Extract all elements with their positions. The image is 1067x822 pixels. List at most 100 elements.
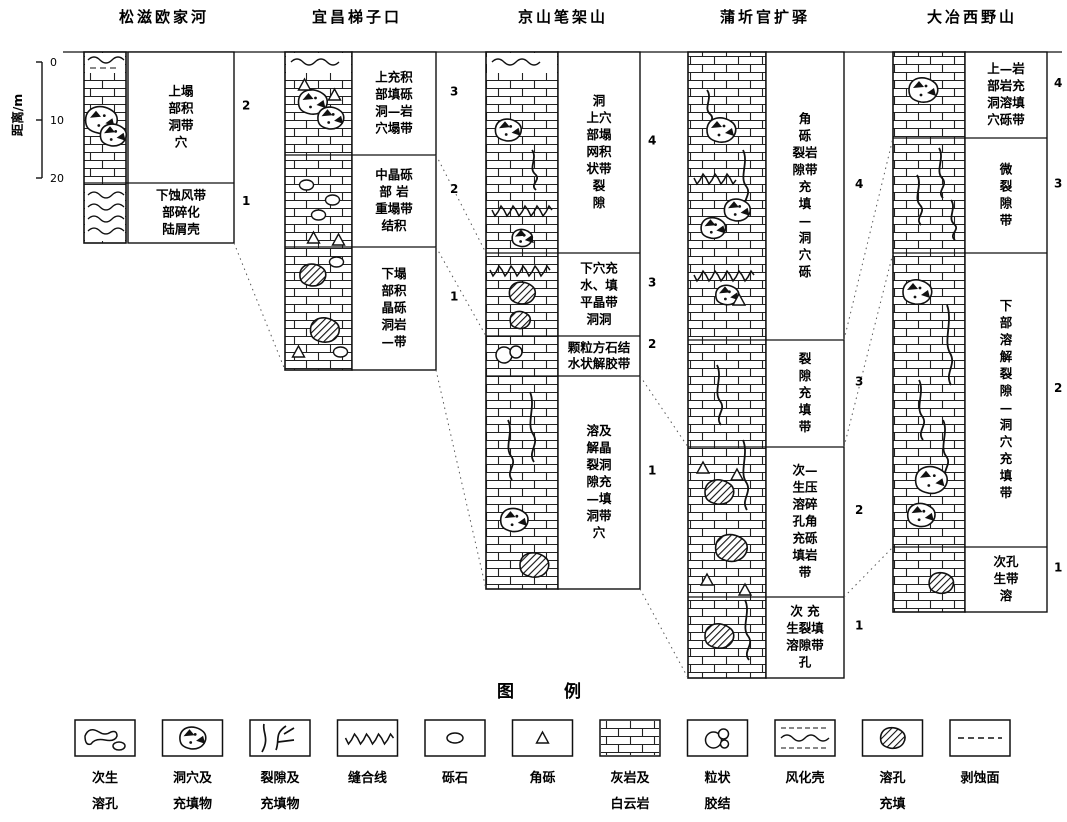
zone-label-line: 洞—岩 bbox=[375, 104, 413, 119]
zone-label-line: 部积 bbox=[381, 283, 407, 298]
cave-infill bbox=[499, 121, 510, 129]
zone-label-line: 晶砾 bbox=[381, 300, 407, 315]
legend-box bbox=[336, 719, 399, 757]
zone-number: 1 bbox=[855, 619, 863, 633]
cave-infill bbox=[183, 729, 195, 737]
legend-box bbox=[161, 719, 224, 757]
zone-label-line: 角 bbox=[799, 111, 812, 126]
fracture-symbol bbox=[950, 199, 958, 241]
zone-label-line: 上塌 bbox=[168, 84, 193, 99]
legend-item: 风化壳 bbox=[774, 719, 836, 786]
pore-fill-symbol bbox=[704, 479, 735, 505]
legend-label-line2: 充填 bbox=[879, 796, 905, 812]
granule bbox=[717, 728, 730, 740]
legend-label-line1: 缝合线 bbox=[348, 770, 387, 786]
zone-number: 3 bbox=[855, 375, 863, 389]
cave-dot bbox=[733, 213, 737, 216]
cave-infill bbox=[517, 517, 527, 526]
pore-fill-symbol bbox=[879, 726, 906, 750]
zone-label-line: 穴 bbox=[1000, 434, 1013, 449]
zone-label-line: 隙 bbox=[593, 195, 606, 210]
zone-label-line: 部积 bbox=[168, 101, 194, 116]
zone-number: 3 bbox=[450, 85, 458, 99]
zone-label-line: 隙带 bbox=[792, 162, 818, 177]
scale-tick-label: 0 bbox=[50, 56, 57, 69]
fracture-symbol bbox=[916, 174, 924, 226]
zone-box bbox=[964, 51, 1048, 613]
cave-fill-symbol bbox=[906, 502, 936, 528]
breccia-icon bbox=[535, 730, 550, 744]
pore-fill-symbol bbox=[928, 571, 955, 595]
zone-label-line: 砾 bbox=[799, 128, 812, 143]
cave-dot bbox=[722, 124, 726, 128]
scale-label: 距离/m bbox=[10, 94, 25, 137]
legend-item: 缝合线 bbox=[336, 719, 399, 786]
cave-infill bbox=[716, 225, 726, 234]
breccia-symbol bbox=[331, 232, 346, 246]
zone-label-line: 颗粒方石结 bbox=[568, 340, 631, 355]
cave-infill bbox=[196, 735, 206, 744]
cave-filling-icon bbox=[179, 726, 207, 750]
cave-dot bbox=[331, 113, 335, 116]
pore-fill-symbol bbox=[299, 263, 327, 287]
correlation-line bbox=[843, 252, 894, 448]
zone-label-line: 裂 bbox=[798, 351, 812, 366]
zone-label-line: 洞 bbox=[799, 230, 812, 245]
suture-symbol bbox=[693, 269, 755, 283]
cave-dot bbox=[314, 96, 317, 100]
zone-number: 1 bbox=[450, 290, 458, 304]
legend-item: 砾石 bbox=[424, 719, 486, 786]
zone-label-line: 结积 bbox=[381, 218, 407, 233]
pore-fill-symbol bbox=[519, 552, 550, 578]
correlation-line bbox=[233, 242, 286, 371]
cave-infill bbox=[725, 128, 734, 136]
cave-dot bbox=[919, 93, 923, 97]
legend-label-line2: 溶孔 bbox=[92, 796, 118, 812]
breccia-symbol bbox=[297, 77, 312, 91]
suture-symbol bbox=[491, 204, 553, 218]
fracture-symbol bbox=[744, 599, 752, 661]
breccia-symbol bbox=[291, 344, 306, 358]
legend: 图 例次生溶孔洞穴及充填物裂隙及充填物缝合线砾石角砾灰岩及白云岩粒状胶结风化壳溶… bbox=[74, 681, 1011, 812]
zone-number: 3 bbox=[1054, 177, 1062, 191]
legend-box bbox=[861, 719, 924, 757]
zone-label-line: 溶 bbox=[1000, 332, 1013, 347]
pore-fill-symbol bbox=[309, 317, 341, 343]
zone-label-line: 填 bbox=[799, 402, 812, 417]
legend-label-line1: 洞穴及 bbox=[173, 770, 213, 786]
secondary-dissolution-pore-icon bbox=[84, 729, 126, 751]
legend-title: 图 例 bbox=[497, 681, 603, 702]
dissolution-pore-filling-icon bbox=[879, 726, 906, 750]
cave-dot bbox=[724, 297, 727, 301]
fracture-symbol bbox=[742, 439, 750, 511]
zone-label-line: —带 bbox=[381, 334, 407, 349]
cave-infill bbox=[913, 81, 924, 88]
legend-label-line1: 粒状 bbox=[704, 770, 731, 786]
legend-label-line1: 砾石 bbox=[442, 770, 468, 786]
cave-dot bbox=[927, 484, 931, 487]
cave-dot bbox=[913, 295, 917, 299]
cave-infill bbox=[316, 100, 326, 108]
zone-label-line: 裂 bbox=[592, 178, 606, 193]
weathering-wave bbox=[290, 58, 340, 66]
cave-dot bbox=[510, 523, 514, 527]
correlation-line bbox=[639, 375, 689, 448]
cave-fill-symbol bbox=[99, 123, 128, 147]
gravel-symbol bbox=[298, 179, 315, 191]
suture-symbol bbox=[489, 264, 551, 278]
cave-infill bbox=[511, 127, 521, 136]
cave-infill bbox=[740, 207, 750, 216]
zone-label-line: 生压 bbox=[792, 480, 818, 495]
legend-label-line2: 充填物 bbox=[173, 796, 212, 812]
gravel-shape bbox=[446, 732, 464, 744]
zone-number: 1 bbox=[242, 194, 250, 208]
brick-pattern bbox=[601, 721, 659, 755]
gravel-symbol bbox=[332, 346, 349, 358]
cave-fill-symbol bbox=[723, 198, 752, 222]
granule bbox=[719, 739, 730, 749]
